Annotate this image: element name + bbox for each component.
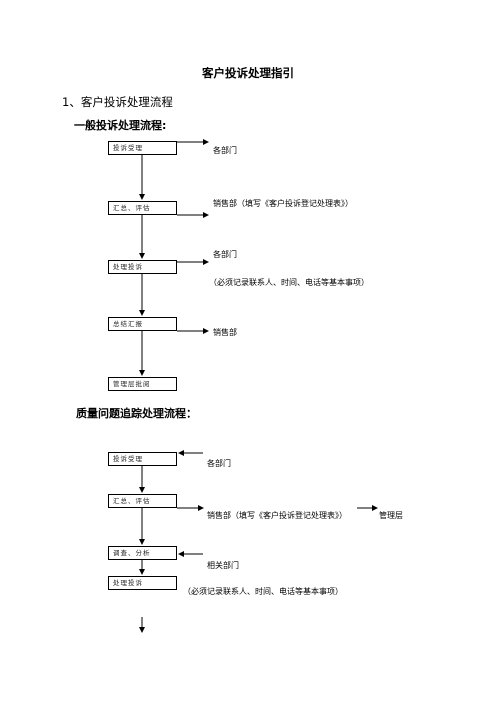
quality-box-summary: 汇总、评估 bbox=[108, 494, 177, 508]
quality-label-1: 各部门 bbox=[207, 459, 231, 468]
general-box-handle: 处理投诉 bbox=[108, 260, 177, 274]
section-heading: 1、客户投诉处理流程 bbox=[62, 95, 173, 109]
quality-box-receive: 投诉受理 bbox=[108, 452, 177, 466]
quality-label-2: 销售部（填写《客户投诉登记处理表》） bbox=[207, 511, 347, 520]
general-flow-heading: 一般投诉处理流程: bbox=[74, 119, 167, 132]
quality-label-mgmt: 管理层 bbox=[379, 511, 403, 520]
general-box-receive: 投诉受理 bbox=[108, 141, 177, 155]
general-label-4: 销售部 bbox=[213, 328, 237, 337]
general-box-report: 总结汇报 bbox=[108, 317, 177, 331]
general-box-summary: 汇总、评估 bbox=[108, 201, 177, 215]
quality-note: （必须记录联系人、时间、电话等基本事项） bbox=[183, 587, 343, 596]
general-label-3: 各部门 bbox=[213, 250, 237, 259]
general-label-2: 销售部（填写《客户投诉登记处理表》） bbox=[213, 199, 353, 208]
general-note: （必须记录联系人、时间、电话等基本事项） bbox=[209, 278, 369, 287]
quality-flow-heading: 质量问题追踪处理流程： bbox=[76, 407, 197, 420]
general-label-1: 各部门 bbox=[213, 146, 237, 155]
quality-box-investigate: 调查、分析 bbox=[108, 546, 177, 560]
document-title: 客户投诉处理指引 bbox=[202, 66, 294, 80]
quality-box-handle: 处理投诉 bbox=[108, 576, 177, 590]
general-box-review: 管理层批阅 bbox=[108, 377, 177, 391]
quality-label-3: 相关部门 bbox=[207, 561, 239, 570]
